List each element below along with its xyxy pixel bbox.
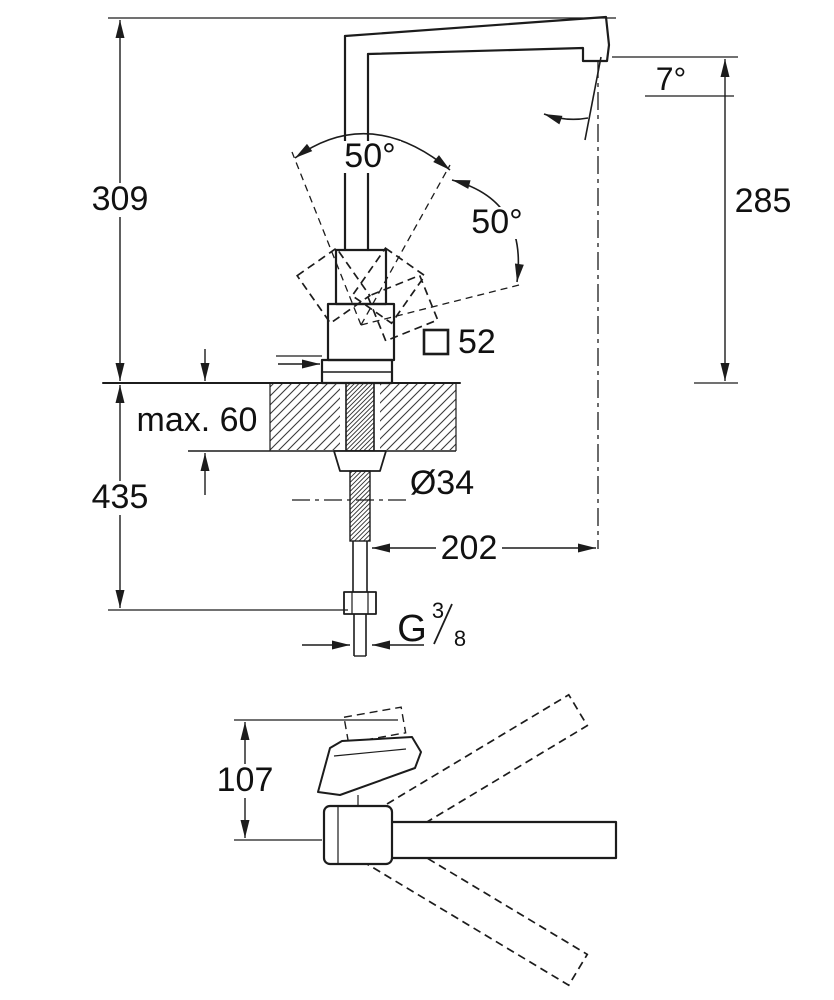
handle-top-view <box>317 736 422 796</box>
body-housing <box>326 302 396 362</box>
threaded-shank <box>345 382 375 452</box>
height-above-deck-label: 309 <box>92 180 149 218</box>
spout-position-dashed-lower <box>341 817 589 987</box>
spout-reach-label: 202 <box>441 529 498 567</box>
label-halo <box>87 481 153 515</box>
swing-guide-side <box>360 283 524 326</box>
mounting-hole-label: Ø34 <box>410 464 474 502</box>
outlet-angle-line <box>584 56 602 141</box>
thread-numerator-label: 3 <box>432 598 444 623</box>
handle-swing-arc-upper <box>294 132 451 171</box>
label-halo <box>341 141 401 173</box>
spout-arm-outline <box>343 15 611 63</box>
label-halo <box>410 467 476 501</box>
handle-dashed-top-view <box>343 706 407 744</box>
deck-thickness-label: max. 60 <box>137 401 258 439</box>
base-width-label: 52 <box>458 323 496 361</box>
height-below-deck-label: 435 <box>92 478 149 516</box>
body-top-view <box>322 804 394 866</box>
top-view: 107 <box>212 693 618 987</box>
side-view: 7° 50° 50° 52 309 <box>87 15 792 657</box>
outlet-angle-arc <box>543 113 589 125</box>
hose-fitting <box>343 591 377 615</box>
threaded-stud <box>349 470 371 542</box>
spout-position-dashed-upper <box>341 693 589 863</box>
handle-swing-upper-label: 50° <box>344 137 395 175</box>
label-halo <box>87 183 153 217</box>
spout-outlet-height-label: 285 <box>735 182 792 220</box>
swing-guide-right <box>360 164 451 326</box>
label-halo <box>436 532 502 566</box>
top-view-height-label: 107 <box>217 761 274 799</box>
square-symbol <box>422 328 450 356</box>
handle-position-dashed-left <box>295 246 371 325</box>
counter-hatch-left <box>270 384 340 450</box>
handle-position-dashed-right <box>351 246 427 325</box>
handle-swing-lower-label: 50° <box>471 203 522 241</box>
mounting-nut <box>333 450 387 472</box>
thread-letter-label: G <box>397 608 427 650</box>
fraction-slash <box>433 603 453 645</box>
thread-denominator-label: 8 <box>454 626 466 651</box>
handle-detail-line <box>333 748 407 757</box>
counter-hatch-right <box>380 384 456 450</box>
outlet-angle-label: 7° <box>656 61 687 97</box>
swing-guide-left <box>291 151 362 326</box>
label-halo <box>468 207 528 239</box>
label-halo <box>212 764 278 798</box>
